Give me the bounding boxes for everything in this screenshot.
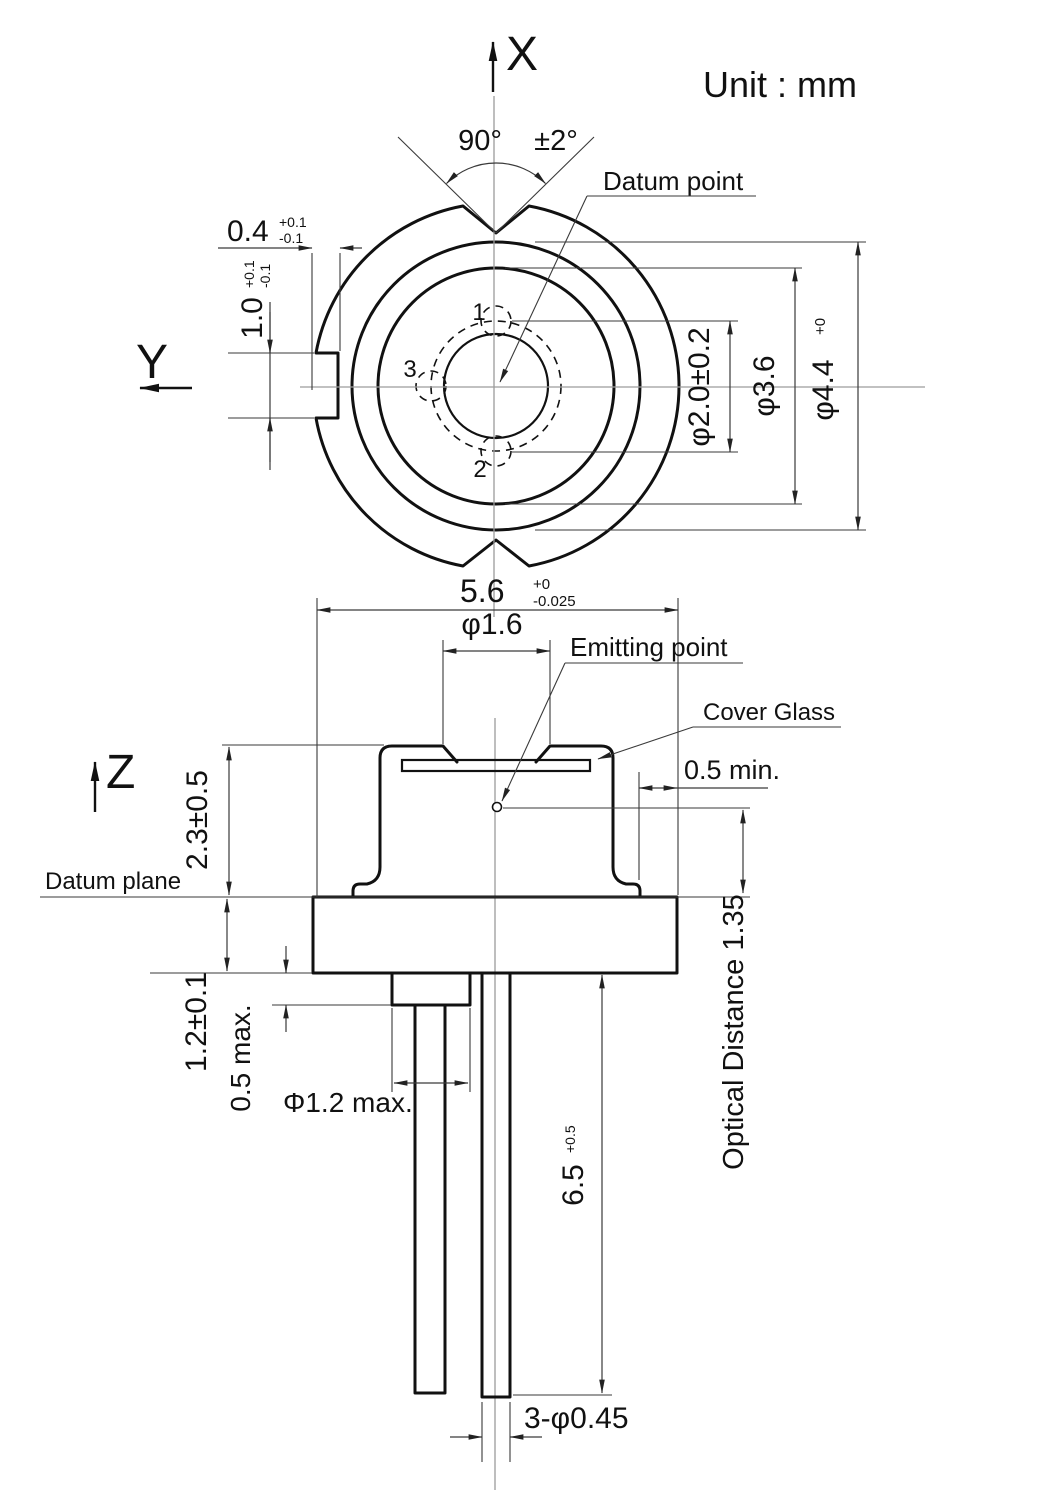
tab-height-tol-minus: -0.1	[257, 264, 273, 288]
pin1-circle	[480, 305, 512, 337]
pin-length-tol-plus: +0.5	[562, 1125, 578, 1153]
cover-glass	[400, 758, 592, 773]
cap-left-profile	[351, 744, 459, 899]
pedestal-height-dimension: 0.5 max.	[225, 946, 391, 1112]
pedestal	[390, 971, 472, 1007]
pin2-circle	[480, 435, 512, 467]
cap-height-label: 2.3±0.5	[181, 770, 214, 870]
pin-dia-dimension: 3-φ0.45	[450, 1402, 629, 1462]
y-axis-label: Y	[136, 336, 168, 389]
angle-value: 90°	[458, 125, 502, 157]
edge-clearance-label: 0.5 min.	[684, 755, 780, 785]
datum-point-callout: Datum point	[499, 166, 756, 383]
angle-tolerance: ±2°	[534, 125, 578, 157]
cover-glass-label: Cover Glass	[703, 699, 835, 726]
center-pin	[480, 971, 512, 1399]
optical-distance-label: Optical Distance 1.35	[718, 894, 750, 1170]
cap-top-dia-label: φ3.6	[748, 355, 781, 416]
cap-dia-dimension: φ4.4 +0	[535, 241, 866, 531]
window-dia-label: φ1.6	[461, 608, 522, 641]
edge-clearance-dimension: 0.5 min.	[638, 755, 780, 880]
tab-height-dimension: 1.0 +0.1 -0.1	[228, 260, 314, 470]
cap-dia-tol-plus: +0	[812, 318, 829, 335]
left-pin	[413, 1003, 447, 1395]
pin-length-dimension: 6.5 +0.5	[513, 974, 612, 1396]
tab-depth-dimension: 0.4 +0.1 -0.1	[218, 214, 362, 390]
cover-glass-callout: Cover Glass	[597, 699, 841, 760]
optical-distance-dimension: Optical Distance 1.35	[718, 809, 750, 1170]
flange-thickness-label: 1.2±0.1	[180, 972, 213, 1072]
pedestal-dia-label: Φ1.2 max.	[283, 1087, 413, 1118]
z-axis-label: Z	[106, 746, 135, 799]
side-view: Z 5.6 +0 -0.025 φ1.6	[40, 573, 841, 1490]
tab-depth-tol-plus: +0.1	[279, 214, 307, 230]
cap-outer-circle	[350, 240, 642, 532]
flange-thickness-dimension: 1.2±0.1	[150, 898, 312, 1072]
pedestal-dia-dimension: Φ1.2 max.	[283, 1008, 471, 1118]
pin3-number: 3	[403, 356, 416, 383]
cap-top-dimension: φ3.6	[505, 267, 802, 505]
flange-dia-tol-minus: -0.025	[533, 593, 576, 610]
flange-dia-dimension: 5.6 +0 -0.025	[316, 573, 679, 897]
angle-annotation: 90° ±2°	[397, 125, 595, 234]
unit-label: Unit : mm	[703, 64, 857, 105]
pin-length-value: 6.5	[557, 1164, 590, 1206]
pin2-number: 2	[473, 456, 486, 483]
emitting-point-marker	[491, 801, 503, 813]
pin-dia-label: 3-φ0.45	[524, 1402, 629, 1435]
pin-circle-dashed	[430, 320, 562, 452]
cap-dia-value: φ4.4	[807, 359, 840, 420]
datum-point-label: Datum point	[603, 166, 744, 196]
x-axis-label: X	[506, 28, 538, 81]
pin1-number: 1	[472, 299, 485, 326]
emitting-point-callout: Emitting point	[501, 632, 743, 802]
cap-height-dimension: 2.3±0.5	[181, 744, 384, 896]
pin-circle-dimension: φ2.0±0.2	[512, 320, 738, 453]
flange-dia-value: 5.6	[460, 573, 504, 609]
cap-top-circle	[376, 266, 616, 506]
pedestal-height-label: 0.5 max.	[225, 1004, 256, 1111]
tab-height-tol-plus: +0.1	[241, 260, 257, 288]
flange-dia-tol-plus: +0	[533, 576, 550, 593]
window-circle	[442, 332, 550, 440]
datum-plane: Datum plane	[40, 868, 750, 898]
datum-plane-label: Datum plane	[45, 868, 181, 895]
tab-height-value: 1.0	[236, 297, 269, 339]
pin3-circle	[415, 370, 447, 402]
pin-circle-dia-label: φ2.0±0.2	[683, 327, 716, 446]
top-view: X Y 90° ±2° Datum point 1 2 3 0.4	[136, 28, 925, 617]
flange-outline-with-notches	[314, 204, 681, 568]
emitting-point-label: Emitting point	[570, 632, 728, 662]
cap-right-profile	[534, 744, 642, 899]
tab-depth-tol-minus: -0.1	[279, 230, 303, 246]
tab-depth-value: 0.4	[227, 215, 269, 248]
window-dia-dimension: φ1.6	[442, 608, 551, 744]
